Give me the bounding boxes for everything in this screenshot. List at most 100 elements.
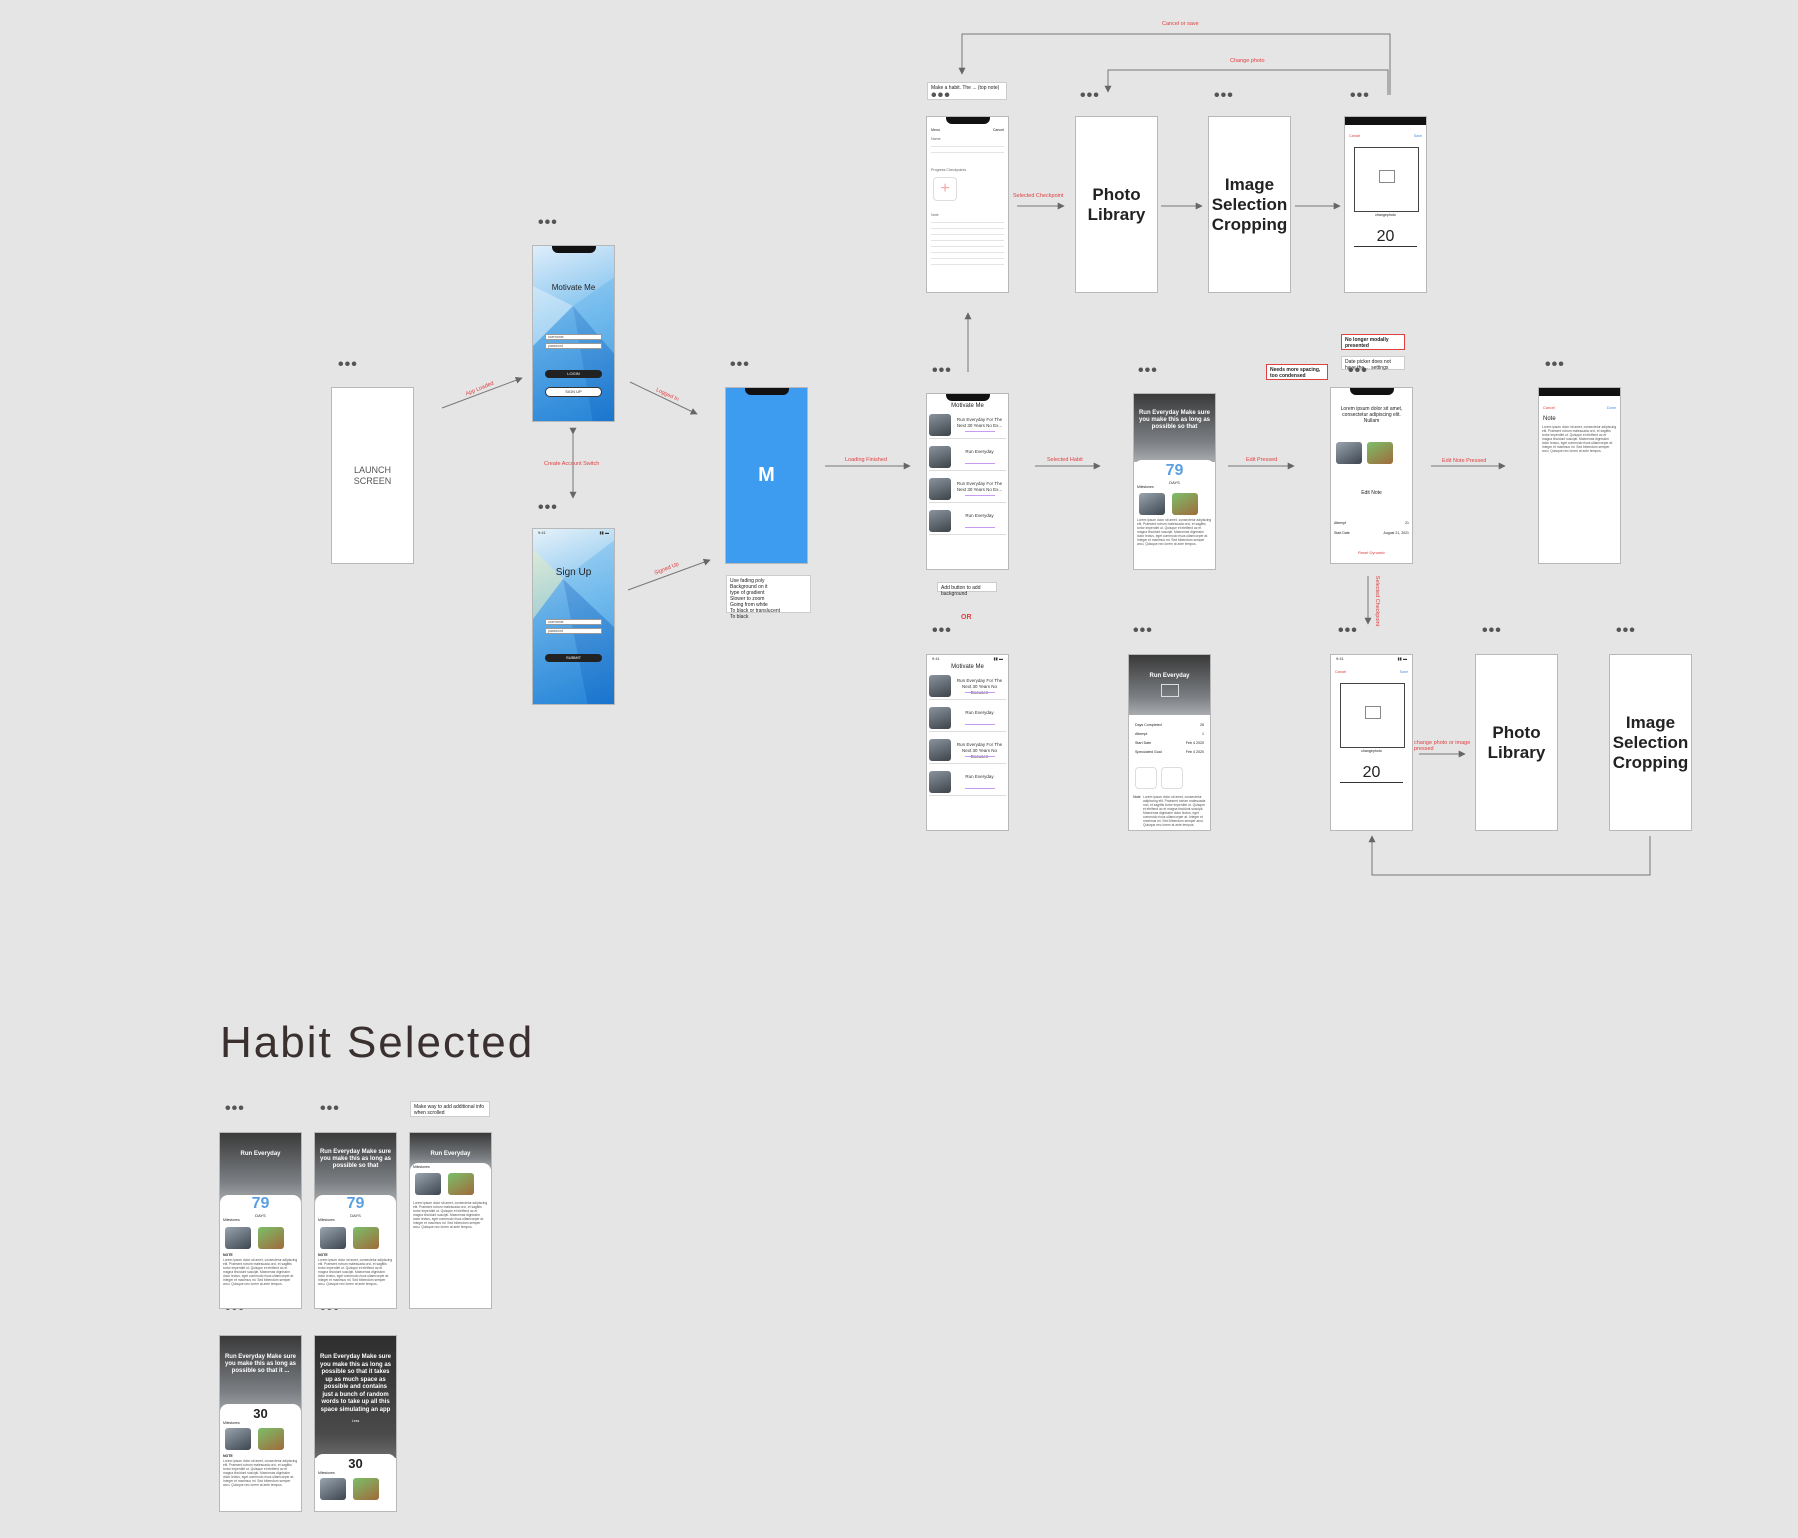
frame-menu-dots[interactable]: •••: [1133, 622, 1153, 639]
frame-menu-dots[interactable]: •••: [538, 499, 558, 516]
frame-menu-dots[interactable]: •••: [1482, 622, 1502, 639]
note-body-text[interactable]: Lorem ipsum dolor sit amet, consectetur …: [1542, 425, 1617, 453]
frame-menu-dots[interactable]: •••: [1350, 87, 1370, 104]
milestone-photo[interactable]: [1336, 442, 1362, 464]
edit-note-button[interactable]: Edit Note: [1361, 490, 1382, 496]
habit-variant-frame[interactable]: Run Everyday Make sure you make this as …: [219, 1335, 302, 1512]
frame-menu-dots[interactable]: •••: [932, 362, 952, 379]
signup-screen-frame[interactable]: 9:41▮▮ ▬ Sign Up username password SUBMI…: [532, 528, 615, 705]
login-password-field[interactable]: password: [545, 343, 602, 349]
cancel-button[interactable]: Cancel: [1543, 406, 1555, 410]
frame-menu-dots[interactable]: •••: [1348, 362, 1368, 379]
frame-menu-dots[interactable]: •••: [931, 87, 951, 104]
milestone-photo[interactable]: [415, 1173, 441, 1195]
list-item[interactable]: Run Everyday: [929, 705, 1006, 732]
list-item[interactable]: Run Everyday For The Next 30 Years No Ex…: [929, 412, 1006, 439]
splash-screen-frame[interactable]: M: [725, 387, 808, 564]
signup-submit-button[interactable]: SUBMIT: [545, 654, 602, 662]
edit-title-field[interactable]: Lorem ipsum dolor sit amet, consectetur …: [1340, 406, 1403, 424]
label-cancel-or-save: Cancel or save: [1162, 21, 1199, 27]
milestone-slot[interactable]: [1135, 767, 1157, 789]
milestone-photo[interactable]: [1367, 442, 1393, 464]
image-selection-frame[interactable]: Image Selection Cropping: [1609, 654, 1692, 831]
note-edit-frame[interactable]: Cancel Done Note Lorem ipsum dolor sit a…: [1538, 387, 1621, 564]
photo-library-frame[interactable]: Photo Library: [1075, 116, 1158, 293]
photo-library-frame[interactable]: Photo Library: [1475, 654, 1558, 831]
list-item[interactable]: Run Everyday For The Next 30 Years No Ex…: [929, 673, 1006, 700]
habit-variant-frame[interactable]: Run Everyday 79 DAYS Milestones NOTE Lor…: [219, 1132, 302, 1309]
frame-menu-dots[interactable]: •••: [1214, 87, 1234, 104]
done-button[interactable]: Done: [1606, 406, 1616, 410]
frame-menu-dots[interactable]: •••: [1338, 622, 1358, 639]
list-item[interactable]: Run Everyday: [929, 444, 1006, 471]
checkpoint-frame[interactable]: Menu Cancel Name Progress Checkpoints + …: [926, 116, 1009, 293]
device-notch: [1349, 388, 1394, 395]
milestone-photo[interactable]: [225, 1227, 251, 1249]
cancel-button[interactable]: Cancel: [992, 128, 1004, 132]
frame-menu-dots[interactable]: •••: [320, 1100, 340, 1117]
note-label: NOTE: [223, 1454, 233, 1458]
note-splash-line: type of gradient: [730, 590, 765, 596]
frame-menu-dots[interactable]: •••: [225, 1100, 245, 1117]
change-photo-link[interactable]: changephoto: [1375, 213, 1396, 217]
milestone-photo[interactable]: [258, 1227, 284, 1249]
note-splash: Use fading poly Background on it type of…: [726, 575, 811, 620]
login-button[interactable]: LOGIN: [545, 370, 602, 378]
milestone-photo[interactable]: [1139, 493, 1165, 515]
frame-menu-dots[interactable]: •••: [338, 356, 358, 373]
habit-variant-frame[interactable]: Run Everyday Make sure you make this as …: [314, 1335, 397, 1512]
signup-link-button[interactable]: SIGN UP: [545, 387, 602, 397]
launch-screen-frame[interactable]: LAUNCH SCREEN: [331, 387, 414, 564]
frame-menu-dots[interactable]: •••: [538, 214, 558, 231]
signup-password-field[interactable]: password: [545, 628, 602, 634]
add-checkpoint-button[interactable]: +: [933, 177, 957, 201]
milestone-photo[interactable]: [353, 1227, 379, 1249]
frame-menu-dots[interactable]: •••: [1080, 87, 1100, 104]
milestone-photo[interactable]: [448, 1173, 474, 1195]
change-photo-link[interactable]: changephoto: [1361, 749, 1382, 753]
frame-menu-dots[interactable]: •••: [932, 622, 952, 639]
edit-habit-frame[interactable]: Lorem ipsum dolor sit amet, consectetur …: [1330, 387, 1413, 564]
milestone-photo[interactable]: [1172, 493, 1198, 515]
home-list-frame[interactable]: Motivate Me Run Everyday For The Next 30…: [926, 393, 1009, 570]
frame-menu-dots[interactable]: •••: [1545, 356, 1565, 373]
frame-menu-dots[interactable]: •••: [1616, 622, 1636, 639]
habit-detail-frame[interactable]: Run Everyday Make sure you make this as …: [1133, 393, 1216, 570]
frame-menu-dots[interactable]: •••: [730, 356, 750, 373]
milestone-photo[interactable]: [320, 1478, 346, 1500]
milestone-photo[interactable]: [353, 1478, 379, 1500]
checkpoint-image[interactable]: [1340, 683, 1405, 748]
login-username-field[interactable]: username: [545, 334, 602, 340]
frame-menu-dots[interactable]: •••: [1138, 362, 1158, 379]
signup-username-field[interactable]: username: [545, 619, 602, 625]
list-item[interactable]: Run Everyday: [929, 508, 1006, 535]
reset-button[interactable]: Reset Dynamic: [1357, 550, 1386, 555]
checkpoint-number[interactable]: 20: [1376, 228, 1395, 245]
list-item[interactable]: Run Everyday For The Next 30 Years No Ex…: [929, 737, 1006, 764]
cancel-button[interactable]: Cancel: [1335, 670, 1347, 674]
note-add-background: Add button to add background: [937, 582, 997, 597]
milestone-photo[interactable]: [225, 1428, 251, 1450]
milestone-photo[interactable]: [258, 1428, 284, 1450]
habit-variant-frame[interactable]: Run Everyday Make sure you make this as …: [314, 1132, 397, 1309]
save-button[interactable]: Save: [1399, 670, 1408, 674]
login-screen-frame[interactable]: Motivate Me username password LOGIN SIGN…: [532, 245, 615, 422]
milestone-slot[interactable]: [1161, 767, 1183, 789]
checkpoint-image[interactable]: [1354, 147, 1419, 212]
change-photo-frame[interactable]: Cancel Save changephoto 20: [1344, 116, 1427, 293]
image-selection-frame[interactable]: Image Selection Cropping: [1208, 116, 1291, 293]
list-item[interactable]: Run Everyday: [929, 769, 1006, 796]
milestone-photo[interactable]: [320, 1227, 346, 1249]
home-list-alt-frame[interactable]: 9:41▮▮ ▬ Motivate Me Run Everyday For Th…: [926, 654, 1009, 831]
cancel-button[interactable]: Cancel: [1349, 134, 1361, 138]
back-button[interactable]: Menu: [931, 128, 940, 132]
habit-variant-frame[interactable]: Run Everyday Milestones Lorem ipsum dolo…: [409, 1132, 492, 1309]
save-button[interactable]: Save: [1413, 134, 1422, 138]
list-item[interactable]: Run Everyday For The Next 30 Years No Ex…: [929, 476, 1006, 503]
change-photo-frame[interactable]: 9:41▮▮ ▬ Cancel Save changephoto 20: [1330, 654, 1413, 831]
less-toggle[interactable]: Less: [351, 1419, 360, 1423]
checkpoint-number[interactable]: 20: [1362, 764, 1381, 781]
